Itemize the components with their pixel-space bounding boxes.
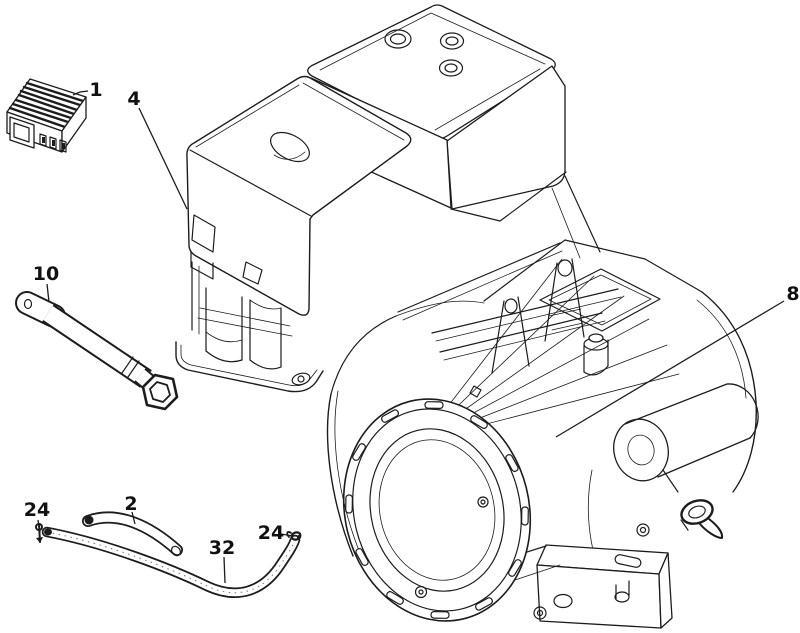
callout-32-leader [223,556,226,584]
hose-2 [82,511,183,557]
callout-8: 8 [786,283,799,305]
voltage-regulator-part [6,78,87,153]
callout-24-right: 24 [258,522,284,544]
carburetor-muffler-cluster [175,261,324,393]
fan-housing-vent-slots [345,401,529,619]
callout-layer: 1 4 10 24 2 32 24 8 [24,79,800,584]
fan-housing [326,390,532,622]
callout-8-leader [555,300,785,438]
callout-10-leader [46,283,50,303]
hose-clip-right [286,531,302,541]
callout-1-leader [72,90,89,96]
callout-2: 2 [124,493,137,515]
callout-24-left: 24 [24,499,50,521]
engine-cover [186,75,412,316]
fuel-hoses [35,511,302,598]
callout-4: 4 [127,88,140,110]
callout-4-leader [138,107,188,210]
callout-2-leader [131,511,136,525]
callout-10: 10 [33,263,59,285]
engine-assembly [175,4,759,629]
callout-1: 1 [89,79,102,101]
hose-32 [41,526,301,598]
callout-24-left-leader [37,519,41,533]
spark-plug-wrench-part [15,291,179,411]
crankcase [439,175,759,629]
callout-32: 32 [209,537,235,559]
callout-24-right-leader [280,533,294,537]
